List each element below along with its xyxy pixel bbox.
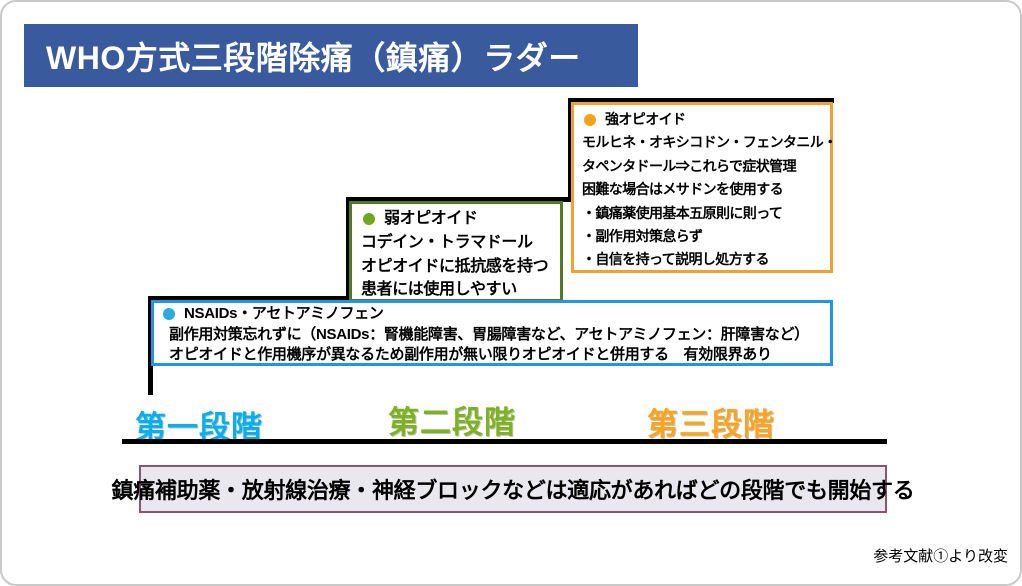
step3-box-line: ・副作用対策怠らず — [582, 228, 703, 245]
slide-title: WHO方式三段階除痛（鎮痛）ラダー — [46, 39, 581, 76]
stair-line-step2-top — [346, 197, 573, 202]
step3-box-header-row: 強オピオイド — [582, 108, 826, 131]
title-banner: WHO方式三段階除痛（鎮痛）ラダー — [24, 24, 638, 87]
stair-line-step3-left — [568, 98, 573, 202]
step3-box-line: ・自信を持って説明し処方する — [582, 251, 770, 268]
step2-box-line: 患者には使用しやすい — [361, 281, 517, 299]
blue-bullet-icon — [163, 308, 175, 321]
step1-box-header: NSAIDs・アセトアミノフェン — [184, 305, 384, 322]
adjuvant-note-box: 鎮痛補助薬・放射線治療・神経ブロックなどは適応があればどの段階でも開始する — [112, 465, 915, 513]
step2-box-header-row: 弱オピオイド — [361, 207, 556, 231]
step3-label: 第三段階 — [647, 407, 775, 442]
step2-box-line: オピオイドに抵抗感を持つ — [361, 257, 549, 275]
stair-line-step1-top — [148, 296, 351, 301]
reference-credit: 参考文献①より改変 — [873, 548, 1008, 565]
step2-box-header: 弱オピオイド — [384, 210, 478, 227]
stair-line-step1-left — [148, 296, 153, 395]
step2-box-line: コデイン・トラマドール — [361, 233, 533, 251]
step1-box-line: オピオイドと作用機序が異なるため副作用が無い限りオピオイドと併用する 有効限界あ… — [169, 346, 772, 363]
step1-box-header-row: NSAIDs・アセトアミノフェン — [161, 304, 826, 325]
stair-line-step2-left — [346, 197, 351, 302]
step3-box-line: ・鎮痛薬使用基本五原則に則って — [582, 204, 783, 221]
stair-line-step3-top — [568, 98, 834, 103]
orange-bullet-icon — [584, 113, 596, 126]
step3-box-line: タペンタドール⇒これらで症状管理 — [582, 157, 797, 174]
step3-box-line: モルヒネ・オキシコドン・フェンタニル・ — [582, 134, 837, 151]
step2-weak-opioid-box: 弱オピオイド コデイン・トラマドール オピオイドに抵抗感を持つ 患者には使用しや… — [349, 201, 563, 302]
step1-box-line: 副作用対策忘れずに（NSAIDs：腎機能障害、胃腸障害など、アセトアミノフェン：… — [169, 325, 809, 343]
adjuvant-note-text: 鎮痛補助薬・放射線治療・神経ブロックなどは適応があればどの段階でも開始する — [111, 478, 915, 503]
step2-label: 第二段階 — [388, 405, 516, 440]
baseline-rule — [122, 439, 887, 444]
step1-nsaids-box: NSAIDs・アセトアミノフェン 副作用対策忘れずに（NSAIDs：腎機能障害、… — [151, 300, 833, 366]
step3-box-header: 強オピオイド — [605, 111, 686, 127]
step3-box-line: 困難な場合はメサドンを使用する — [582, 181, 784, 198]
green-bullet-icon — [363, 212, 375, 225]
step3-strong-opioid-box: 強オピオイド モルヒネ・オキシコドン・フェンタニル・ タペンタドール⇒これらで症… — [571, 102, 837, 273]
